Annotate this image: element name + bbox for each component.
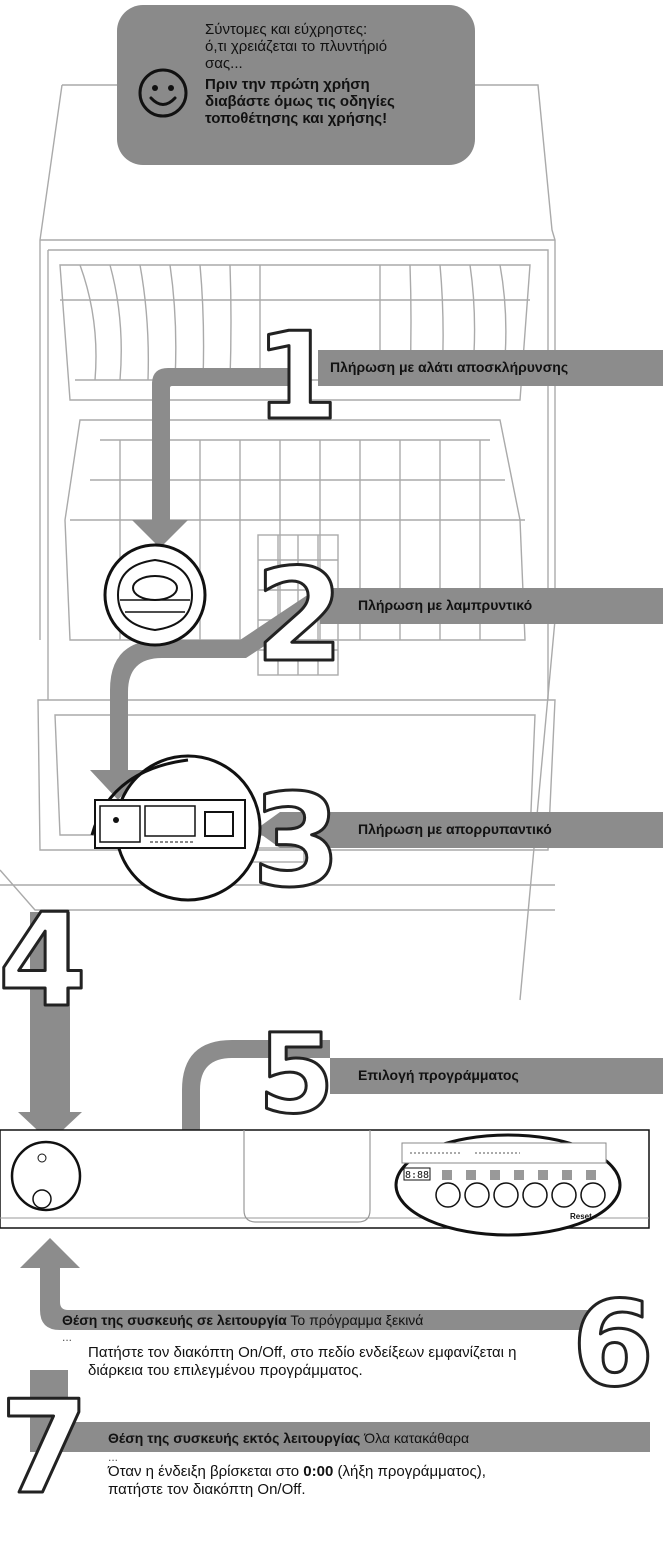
intro-bold-2: διαβάστε όμως τις οδηγίες <box>205 93 467 110</box>
step-7-ellipsis: ... <box>108 1450 118 1464</box>
step-6-ellipsis: ... <box>62 1330 72 1344</box>
intro-line-2: ό,τι χρειάζεται το πλυντήριό <box>205 38 467 55</box>
numeral-6: 6 <box>572 1275 654 1413</box>
step-7-title: Θέση της συσκευής εκτός λειτουργίας <box>108 1430 360 1446</box>
intro-callout: Σύντομες και εύχρηστες: ό,τι χρειάζεται … <box>117 5 475 165</box>
step-3-label: Πλήρωση με απορρυπαντικό <box>358 821 552 837</box>
step-6-heading: Θέση της συσκευής σε λειτουργία Το πρόγρ… <box>62 1312 423 1328</box>
step-7-body-pre: Όταν η ένδειξη βρίσκεται στο <box>108 1463 299 1480</box>
numeral-1: 1 <box>255 308 339 447</box>
step-6-title: Θέση της συσκευής σε λειτουργία <box>62 1312 287 1328</box>
display-time: 8:88 <box>405 1170 429 1181</box>
step-7-body: Όταν η ένδειξη βρίσκεται στο 0:00 (λήξη … <box>108 1463 508 1499</box>
step-6-subtitle: Το πρόγραμμα ξεκινά <box>290 1312 423 1328</box>
step-7-subtitle: Όλα κατακάθαρα <box>364 1430 469 1446</box>
intro-text: Σύντομες και εύχρηστες: ό,τι χρειάζεται … <box>205 21 467 127</box>
salt-cap-icon <box>105 545 205 645</box>
intro-line-3: σας... <box>205 55 467 72</box>
numeral-7: 7 <box>0 1374 89 1523</box>
numeral-5: 5 <box>258 1010 335 1138</box>
step-numerals: 1 2 3 4 5 6 7 <box>0 308 654 1523</box>
numeral-2: 2 <box>255 542 344 691</box>
intro-bold-1: Πριν την πρώτη χρήση <box>205 76 467 93</box>
reset-label: Reset <box>570 1212 592 1221</box>
numeral-4: 4 <box>0 887 87 1036</box>
smiley-icon <box>137 67 189 119</box>
step-2-label: Πλήρωση με λαμπρυντικό <box>358 597 532 613</box>
step-5-label: Επιλογή προγράμματος <box>358 1067 519 1083</box>
step-1-label: Πλήρωση με αλάτι αποσκλήρυνσης <box>330 359 568 375</box>
intro-line-1: Σύντομες και εύχρηστες: <box>205 21 467 38</box>
intro-bold-3: τοποθέτησης και χρήσης! <box>205 110 467 127</box>
step-6-body: Πατήστε τον διακόπτη On/Off, στο πεδίο ε… <box>88 1344 558 1380</box>
step-7-heading: Θέση της συσκευής εκτός λειτουργίας Όλα … <box>108 1430 469 1446</box>
numeral-3: 3 <box>252 767 341 916</box>
control-panel <box>0 1130 649 1235</box>
step-7-body-bold: 0:00 <box>303 1463 333 1480</box>
